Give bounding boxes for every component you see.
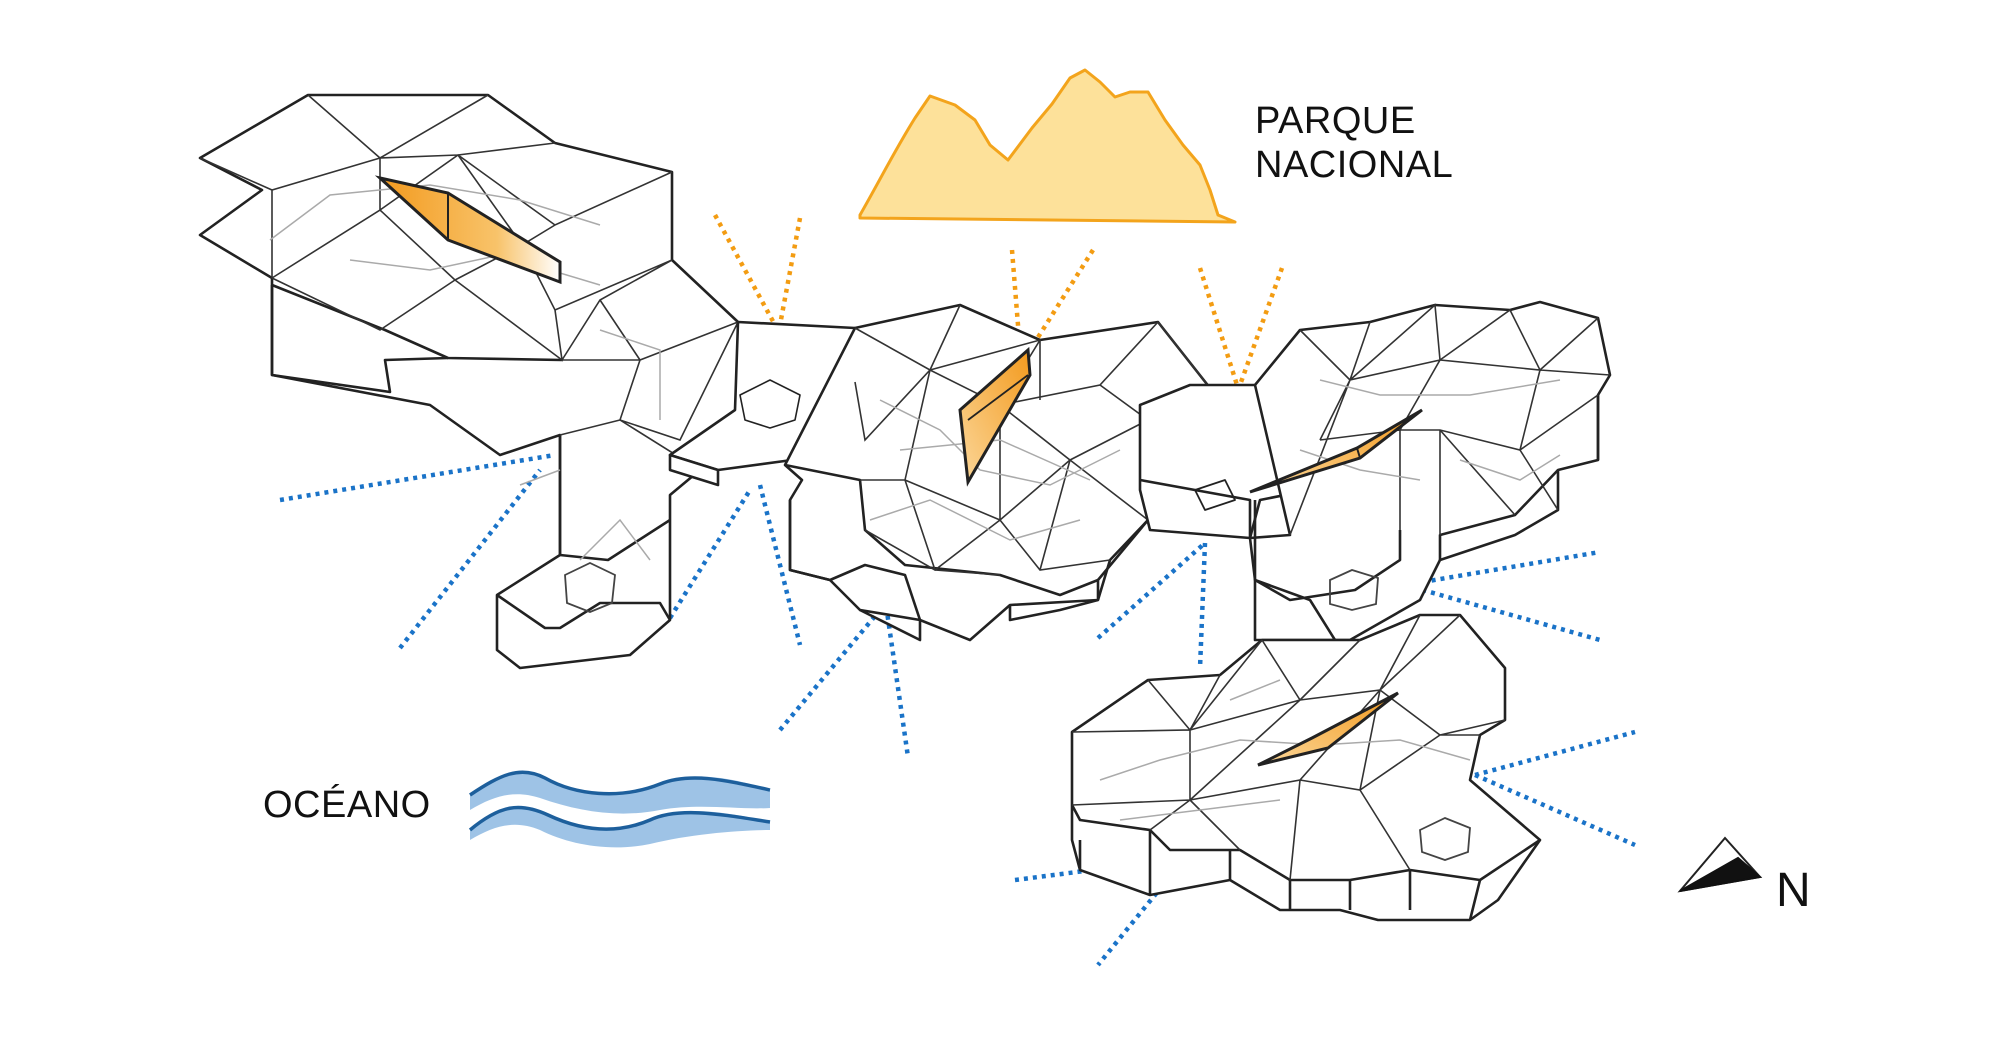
building-cluster-east-inner <box>1299 379 1561 611</box>
north-label: N <box>1776 864 1812 917</box>
building-cluster-south <box>1070 613 1542 922</box>
ocean-view-rays <box>279 452 1636 967</box>
building-cluster-center-lines <box>854 304 1211 576</box>
mountain-icon <box>858 68 1237 224</box>
skylight-east <box>1249 408 1423 494</box>
building-cluster-west-inner <box>269 184 661 613</box>
skylight-west <box>374 175 562 285</box>
ocean-label: OCÉANO <box>263 784 431 826</box>
building-cluster-east-lines <box>1289 303 1611 536</box>
park-label: PARQUE NACIONAL <box>1255 100 1453 187</box>
building-cluster-south-inner <box>1099 679 1471 861</box>
waves-icon <box>468 770 771 848</box>
building-cluster-west <box>198 93 740 670</box>
park-label-line1: PARQUE <box>1255 100 1416 142</box>
park-label-line2: NACIONAL <box>1255 143 1454 186</box>
building-cluster-center-inner <box>869 399 1121 541</box>
building-cluster-south-lines <box>1071 614 1506 881</box>
north-arrow-icon <box>1677 836 1763 893</box>
skylight-south <box>1257 691 1399 767</box>
skylight-center <box>958 346 1032 487</box>
